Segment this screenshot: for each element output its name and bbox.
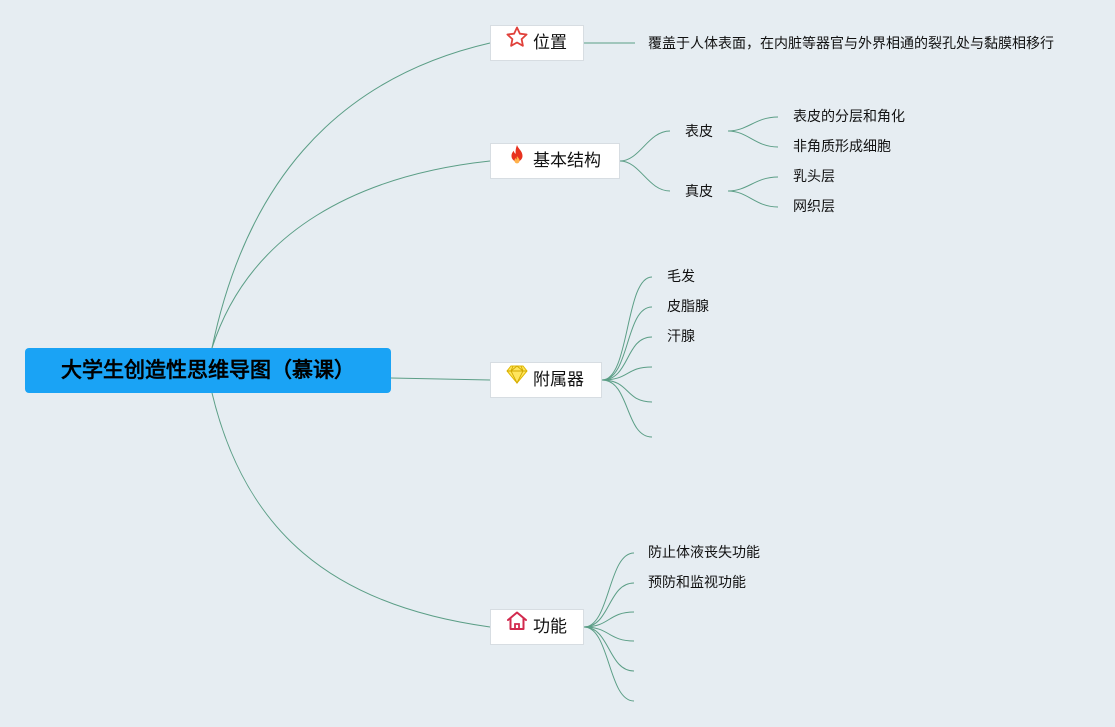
topic-appendages[interactable]: 附属器 (490, 362, 602, 398)
leaf-position-desc[interactable]: 覆盖于人体表面，在内脏等器官与外界相通的裂孔处与黏膜相移行 (648, 36, 1054, 52)
topic-label: 位置 (533, 33, 567, 53)
leaf-papillary-layer[interactable]: 乳头层 (793, 169, 835, 185)
house-icon (505, 609, 529, 645)
connector-appendages-child-0 (601, 276, 653, 381)
topic-label: 基本结构 (533, 151, 601, 171)
fire-icon (505, 143, 529, 179)
connector-root-structure (211, 160, 491, 349)
root-topic[interactable]: 大学生创造性思维导图（慕课） (25, 348, 391, 393)
topic-label: 附属器 (533, 370, 584, 390)
star-icon (505, 25, 529, 61)
connector-appendages-child-2 (601, 336, 653, 381)
diamond-icon (505, 362, 529, 398)
topic-function[interactable]: 功能 (490, 609, 584, 645)
connector-appendages-child-5 (601, 379, 653, 438)
leaf-defense-surveillance[interactable]: 预防和监视功能 (648, 575, 746, 591)
connector-dermis-leaf2 (727, 190, 779, 208)
connector-appendages-child-1 (601, 306, 653, 381)
leaf-sweat-gland[interactable]: 汗腺 (667, 329, 695, 345)
connector-epidermis-leaf1 (727, 116, 779, 132)
topic-label: 功能 (533, 617, 567, 637)
connector-appendages-child-4 (601, 379, 653, 403)
connector-root-position (211, 42, 491, 349)
connector-function-child-0 (583, 552, 635, 628)
leaf-hair[interactable]: 毛发 (667, 269, 695, 285)
leaf-sebaceous-gland[interactable]: 皮脂腺 (667, 299, 709, 315)
connector-appendages-child-3 (601, 366, 653, 381)
leaf-epidermis-layers[interactable]: 表皮的分层和角化 (793, 109, 905, 125)
connector-function-child-1 (583, 582, 635, 628)
leaf-prevent-fluid-loss[interactable]: 防止体液丧失功能 (648, 545, 760, 561)
connector-epidermis-leaf2 (727, 130, 779, 148)
connector-function-child-5 (583, 626, 635, 702)
connector-function-child-2 (583, 611, 635, 628)
connector-structure-dermis (619, 160, 671, 192)
connector-function-child-4 (583, 626, 635, 672)
connector-dermis-leaf1 (727, 176, 779, 192)
leaf-reticular-layer[interactable]: 网织层 (793, 199, 835, 215)
connector-structure-epidermis (619, 130, 671, 162)
topic-basic-structure[interactable]: 基本结构 (490, 143, 620, 179)
leaf-non-keratinocytes[interactable]: 非角质形成细胞 (793, 139, 891, 155)
subtopic-epidermis[interactable]: 表皮 (685, 124, 713, 140)
connector-root-function (211, 392, 491, 628)
topic-position[interactable]: 位置 (490, 25, 584, 61)
connector-function-child-3 (583, 626, 635, 642)
subtopic-dermis[interactable]: 真皮 (685, 184, 713, 200)
connector-root-appendages (390, 377, 491, 381)
